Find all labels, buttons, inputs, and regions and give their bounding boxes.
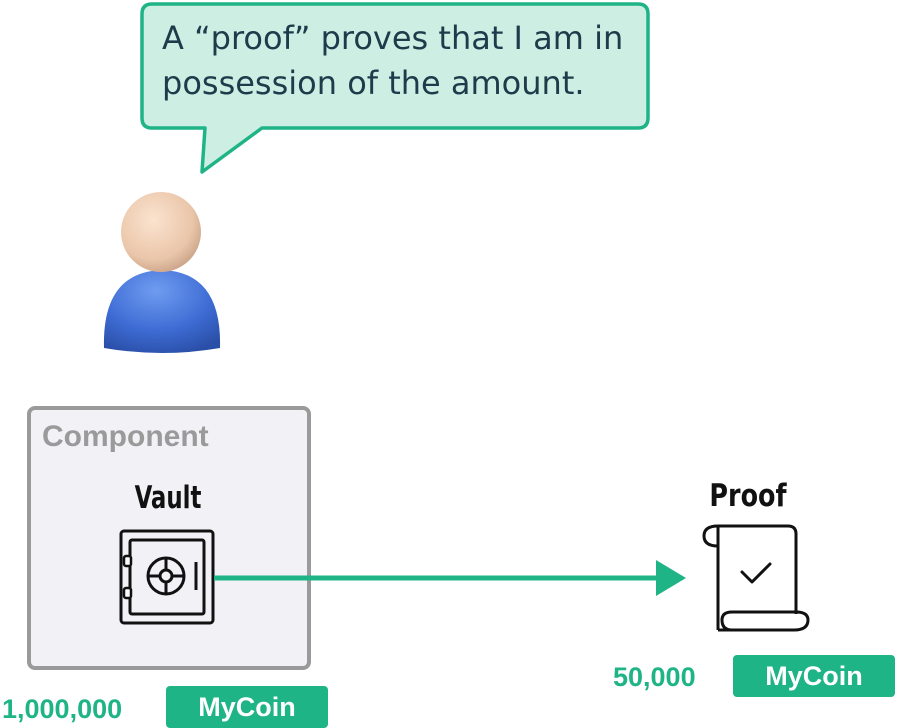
proof-amount: 50,000 bbox=[613, 662, 696, 692]
component-container bbox=[27, 406, 311, 670]
vault-amount: 1,000,000 bbox=[2, 694, 123, 724]
proof-scroll-icon bbox=[702, 524, 810, 632]
checkmark-icon bbox=[740, 562, 772, 584]
speech-line-1: A “proof” proves that I am in bbox=[162, 19, 624, 57]
vault-label: Vault bbox=[134, 480, 202, 516]
speech-line-2: possession of the amount. bbox=[162, 64, 585, 102]
component-label: Component bbox=[42, 420, 209, 453]
speech-bubble-text: A “proof” proves that I am in possession… bbox=[162, 16, 632, 106]
proof-token-badge: MyCoin bbox=[733, 655, 895, 697]
vault-token-badge: MyCoin bbox=[166, 686, 328, 728]
user-avatar-icon bbox=[103, 192, 221, 353]
proof-label: Proof bbox=[709, 478, 787, 514]
vault-safe-icon bbox=[119, 529, 215, 625]
